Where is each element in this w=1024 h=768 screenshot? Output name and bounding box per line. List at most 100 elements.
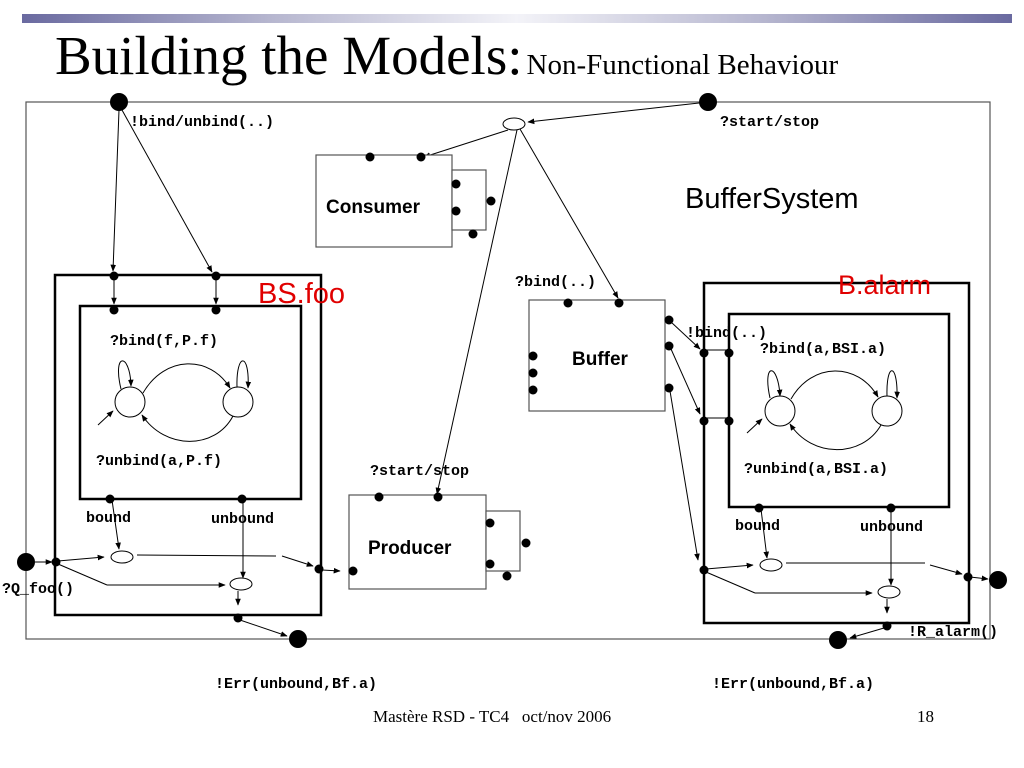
port xyxy=(528,351,538,361)
port xyxy=(502,571,512,581)
port xyxy=(664,341,674,351)
producer-box xyxy=(348,494,487,590)
page-number: 18 xyxy=(917,707,934,726)
wire xyxy=(321,567,341,574)
transition-bind xyxy=(790,370,879,400)
wire xyxy=(423,129,509,158)
b-alarm-inner xyxy=(727,312,951,509)
initial-arrow xyxy=(746,418,763,434)
port xyxy=(963,572,973,582)
right-bind-label: ?bind(a,BSI.a) xyxy=(760,341,886,358)
buffer-bind-label: ?bind(..) xyxy=(515,274,596,291)
wire xyxy=(57,554,105,562)
wire xyxy=(670,321,701,350)
port xyxy=(724,348,734,358)
port xyxy=(416,152,426,162)
bind-unbind-port xyxy=(110,93,128,111)
slide-title: Building the Models: Non-Functional Beha… xyxy=(55,24,838,87)
state-bound xyxy=(871,395,903,427)
wire xyxy=(110,109,120,272)
slide-title-main: Building the Models: xyxy=(55,25,523,86)
port xyxy=(485,518,495,528)
port xyxy=(485,559,495,569)
q-foo-label: ?Q_foo() xyxy=(2,581,74,598)
port xyxy=(451,206,461,216)
wire xyxy=(111,499,121,550)
port xyxy=(521,538,531,548)
self-loop xyxy=(236,360,252,389)
slide-title-sub: Non-Functional Behaviour xyxy=(526,49,839,81)
b-alarm-label: B.alarm xyxy=(838,270,931,300)
guard-bound xyxy=(110,550,134,564)
wire xyxy=(519,128,619,299)
port xyxy=(699,348,709,358)
left-bind-label: ?bind(f,P.f) xyxy=(110,333,218,350)
bind-unbind-label: !bind/unbind(..) xyxy=(130,114,274,131)
wire xyxy=(239,619,288,637)
port xyxy=(528,385,538,395)
port xyxy=(614,298,624,308)
err-left-label: !Err(unbound,Bf.a) xyxy=(215,676,377,693)
port xyxy=(348,566,358,576)
transition-unbind xyxy=(141,414,234,442)
r-alarm-label: !R_alarm() xyxy=(908,624,998,641)
port xyxy=(105,494,115,504)
wire xyxy=(849,627,885,639)
wire xyxy=(705,571,756,594)
state-unbound xyxy=(114,386,146,418)
wire xyxy=(929,564,963,575)
self-loop xyxy=(767,370,783,399)
buffer-label: Buffer xyxy=(572,349,629,370)
port xyxy=(528,368,538,378)
port xyxy=(433,492,443,502)
wire xyxy=(435,129,518,495)
state-bound xyxy=(222,386,254,418)
port xyxy=(563,298,573,308)
err-port-right xyxy=(829,631,847,649)
wire xyxy=(670,348,701,415)
bs-foo-outer xyxy=(53,273,323,617)
left-bound-label: bound xyxy=(86,510,131,527)
r-alarm-port xyxy=(989,571,1007,589)
wire xyxy=(136,554,277,557)
right-unbind-label: ?unbind(a,BSI.a) xyxy=(744,461,888,478)
title-decoration-bar xyxy=(22,14,1012,23)
guard-unbound xyxy=(877,585,901,599)
self-loop xyxy=(886,370,900,399)
state-unbound xyxy=(764,395,796,427)
port xyxy=(237,494,247,504)
wire xyxy=(760,508,770,559)
wire xyxy=(121,109,213,273)
wire xyxy=(527,101,709,125)
self-loop xyxy=(117,360,134,390)
wire xyxy=(281,555,314,567)
port xyxy=(365,152,375,162)
port xyxy=(699,565,709,575)
port xyxy=(699,416,709,426)
port xyxy=(374,492,384,502)
guard-bound xyxy=(759,558,783,572)
transition-bind xyxy=(142,363,231,394)
wire xyxy=(57,563,108,586)
wire xyxy=(969,575,989,582)
buffer-system-label: BufferSystem xyxy=(685,183,859,215)
port xyxy=(468,229,478,239)
bind-out-label: !bind(..) xyxy=(686,325,767,342)
err-right-label: !Err(unbound,Bf.a) xyxy=(712,676,874,693)
bs-foo-label: BS.foo xyxy=(258,278,345,310)
producer-start-stop-label: ?start/stop xyxy=(370,463,469,480)
q-foo-port xyxy=(17,553,35,571)
footer-text: Mastère RSD - TC4 oct/nov 2006 xyxy=(373,707,612,726)
port xyxy=(882,621,892,631)
port xyxy=(451,179,461,189)
port xyxy=(314,564,324,574)
transition-unbind xyxy=(789,423,882,451)
port xyxy=(486,196,496,206)
port xyxy=(233,613,243,623)
wire xyxy=(669,390,700,561)
buffer-system-box xyxy=(25,101,991,640)
bs-foo-inner xyxy=(78,304,303,501)
port xyxy=(754,503,764,513)
port xyxy=(51,557,61,567)
producer-label: Producer xyxy=(368,538,452,559)
